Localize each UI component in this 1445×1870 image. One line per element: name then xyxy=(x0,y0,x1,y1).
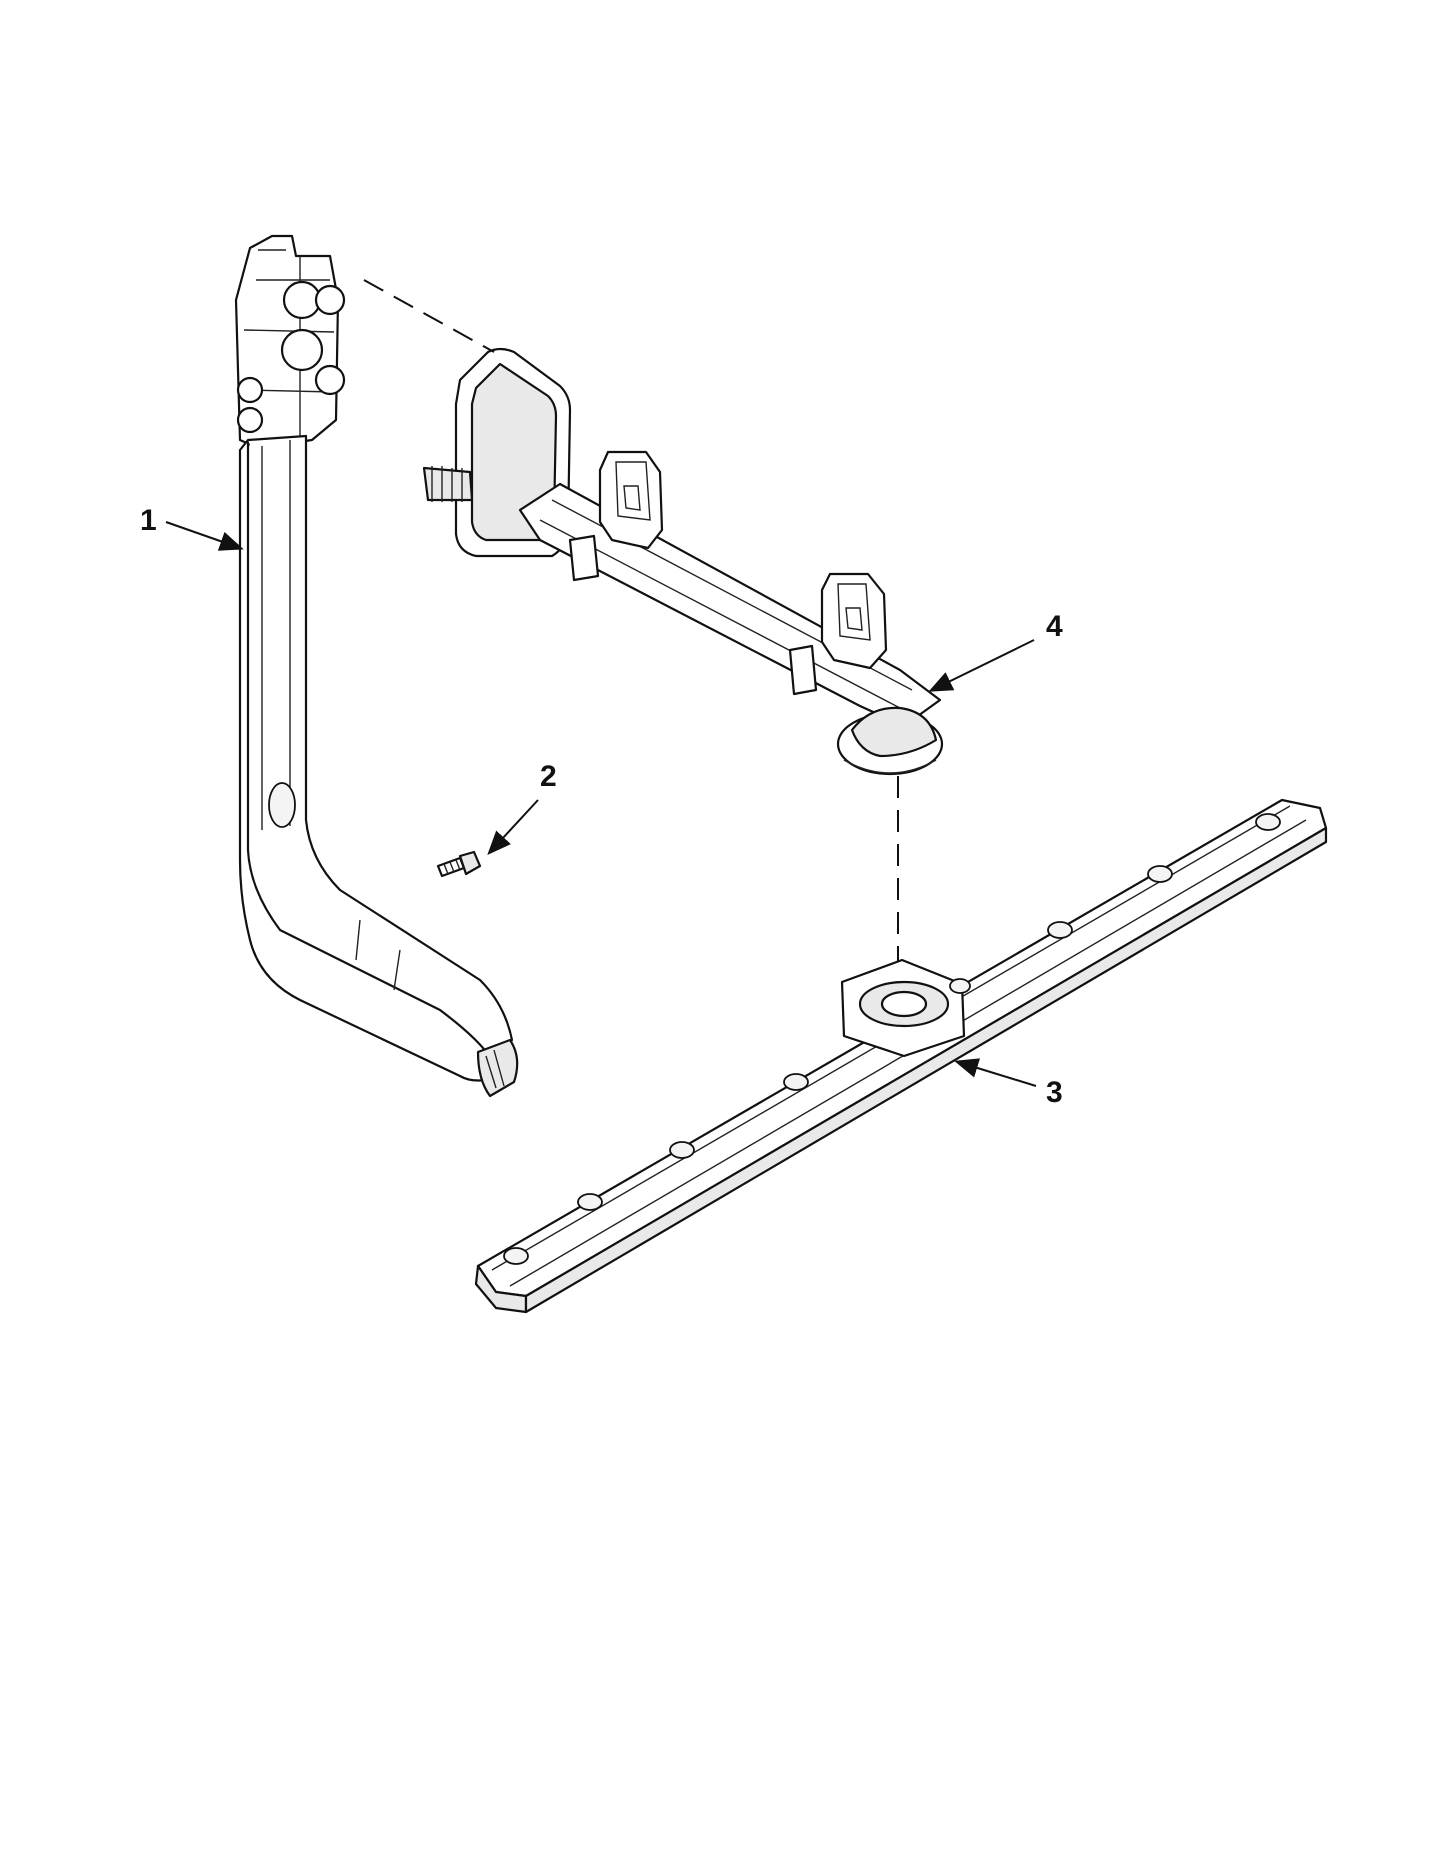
part-2-screw[interactable] xyxy=(436,850,482,878)
callout-4: 4 xyxy=(1046,610,1063,643)
assembly-line-tube-to-manifold xyxy=(363,279,495,353)
callout-3: 3 xyxy=(1046,1076,1063,1109)
leader-arrow-4 xyxy=(928,639,1035,692)
part-4-manifold[interactable] xyxy=(422,347,944,776)
leader-arrow-3 xyxy=(954,1058,1037,1087)
callout-2: 2 xyxy=(540,760,557,793)
leader-arrow-2 xyxy=(487,799,539,855)
part-1-supply-tube[interactable] xyxy=(234,234,519,1098)
leader-arrow-1 xyxy=(165,521,244,551)
part-3-spray-arm[interactable] xyxy=(474,798,1328,1314)
callout-1: 1 xyxy=(140,504,157,537)
